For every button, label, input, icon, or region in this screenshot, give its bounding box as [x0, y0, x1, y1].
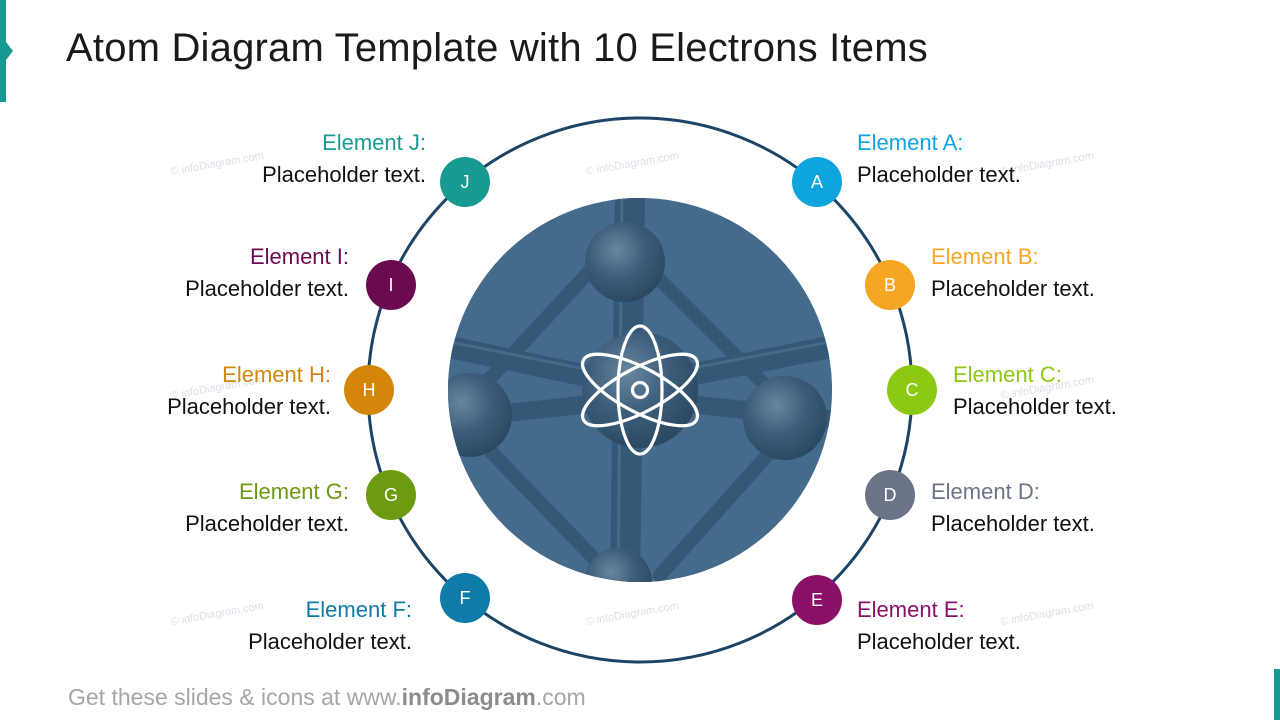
element-a-label: Element A: Placeholder text. — [857, 127, 1021, 191]
title-accent-notch — [6, 42, 13, 60]
element-d-text: Placeholder text. — [931, 511, 1095, 536]
electron-node-g: G — [366, 470, 416, 520]
element-j-title: Element J: — [322, 130, 426, 155]
electron-node-e: E — [792, 575, 842, 625]
element-e-label: Element E: Placeholder text. — [857, 594, 1021, 658]
element-i-title: Element I: — [249, 244, 349, 269]
electron-node-f: F — [440, 573, 490, 623]
element-e-title: Element E: — [857, 597, 965, 622]
electron-node-b: B — [865, 260, 915, 310]
element-i-label: Element I: Placeholder text. — [185, 241, 349, 305]
electron-node-a: A — [792, 157, 842, 207]
element-g-text: Placeholder text. — [185, 511, 349, 536]
element-h-title: Element H: — [222, 362, 331, 387]
electron-node-j: J — [440, 157, 490, 207]
element-c-label: Element C: Placeholder text. — [953, 359, 1117, 423]
element-i-text: Placeholder text. — [185, 276, 349, 301]
slide-title: Atom Diagram Template with 10 Electrons … — [66, 26, 928, 70]
atom-icon — [580, 324, 700, 456]
electron-node-d: D — [865, 470, 915, 520]
element-a-text: Placeholder text. — [857, 162, 1021, 187]
element-c-text: Placeholder text. — [953, 394, 1117, 419]
element-j-text: Placeholder text. — [262, 162, 426, 187]
footer-suffix: .com — [535, 684, 586, 710]
element-j-label: Element J: Placeholder text. — [262, 127, 426, 191]
element-h-text: Placeholder text. — [167, 394, 331, 419]
footer-prefix: Get these slides & icons at www. — [68, 684, 402, 710]
atomium-photo — [448, 198, 832, 582]
element-b-label: Element B: Placeholder text. — [931, 241, 1095, 305]
footer-credit: Get these slides & icons at www.infoDiag… — [68, 684, 586, 711]
electron-node-c: C — [887, 365, 937, 415]
element-e-text: Placeholder text. — [857, 629, 1021, 654]
title-accent-bar — [0, 0, 6, 102]
element-f-text: Placeholder text. — [248, 629, 412, 654]
element-c-title: Element C: — [953, 362, 1062, 387]
element-d-label: Element D: Placeholder text. — [931, 476, 1095, 540]
element-g-title: Element G: — [238, 479, 349, 504]
element-f-label: Element F: Placeholder text. — [248, 594, 412, 658]
corner-accent-bar — [1274, 669, 1280, 720]
element-h-label: Element H: Placeholder text. — [167, 359, 331, 423]
footer-brand[interactable]: infoDiagram — [401, 684, 536, 710]
element-a-title: Element A: — [857, 130, 964, 155]
element-f-title: Element F: — [305, 597, 412, 622]
element-b-text: Placeholder text. — [931, 276, 1095, 301]
element-g-label: Element G: Placeholder text. — [185, 476, 349, 540]
element-b-title: Element B: — [931, 244, 1039, 269]
electron-node-h: H — [344, 365, 394, 415]
element-d-title: Element D: — [931, 479, 1040, 504]
electron-node-i: I — [366, 260, 416, 310]
